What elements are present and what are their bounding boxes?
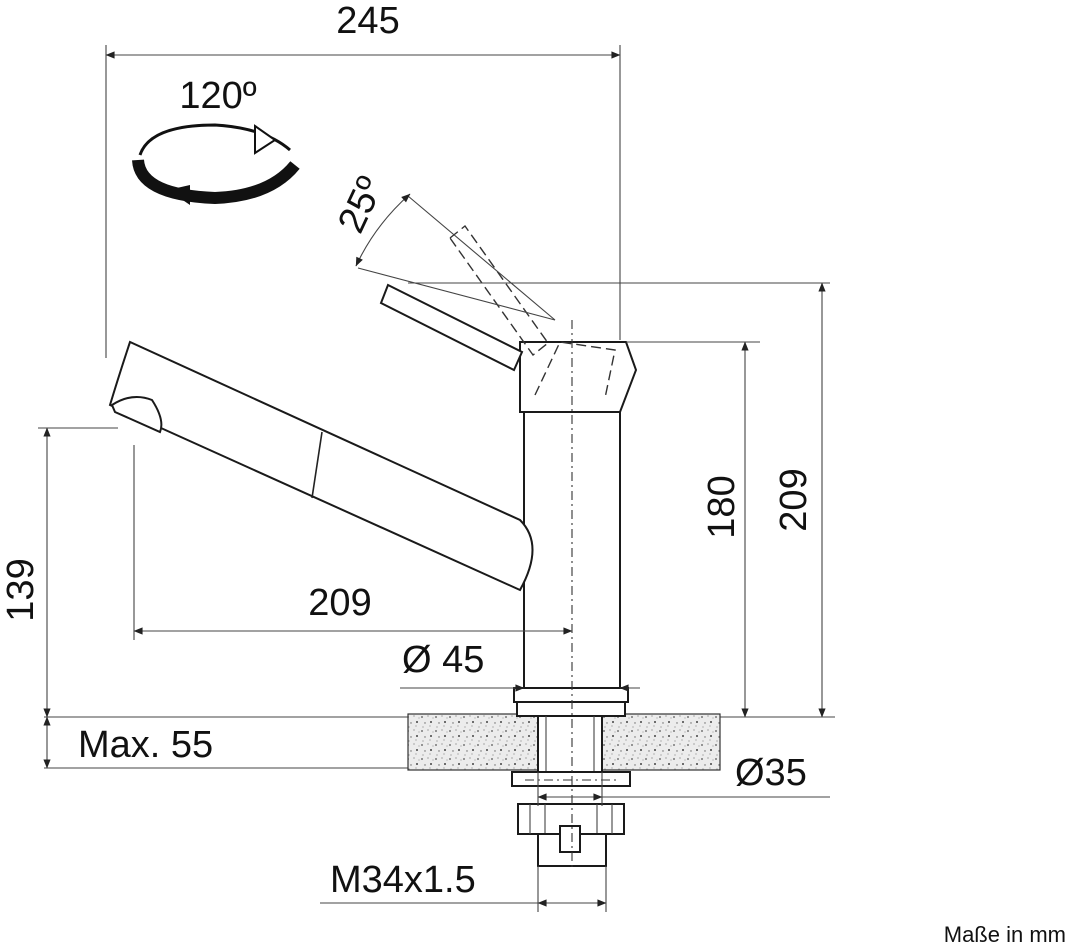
dimension-reach: 209: [133, 445, 573, 640]
overall-width-label: 245: [336, 0, 399, 42]
rotation-symbol: 120º: [132, 75, 300, 205]
dimension-thread: M34x1.5: [320, 859, 607, 912]
lever-angle-label: 25º: [330, 171, 392, 240]
height-outlet-label: 139: [0, 558, 42, 621]
faucet-body: [108, 224, 638, 867]
rotation-angle-label: 120º: [179, 75, 256, 117]
dimension-max-thickness: Max. 55: [43, 716, 213, 769]
dimension-lever-angle: 25º: [330, 171, 556, 321]
height-total-label: 209: [773, 468, 815, 531]
hole-diameter-label: Ø35: [735, 752, 807, 794]
dimension-overall-width: 245: [105, 0, 621, 358]
max-thickness-label: Max. 55: [78, 724, 213, 766]
countertop: [44, 713, 835, 771]
dimension-height-total: 209: [408, 282, 830, 718]
thread-label: M34x1.5: [330, 859, 476, 901]
dimension-height-spout: 180: [626, 341, 760, 718]
body-diameter-label: Ø 45: [402, 639, 484, 681]
units-caption: Maße in mm: [944, 922, 1066, 947]
height-spout-label: 180: [701, 475, 743, 538]
center-lines: [525, 320, 620, 870]
dimension-hole-diameter: Ø35: [537, 752, 830, 806]
reach-label: 209: [308, 582, 371, 624]
dimension-body-diameter: Ø 45: [400, 639, 640, 692]
dimension-height-outlet: 139: [0, 427, 118, 718]
